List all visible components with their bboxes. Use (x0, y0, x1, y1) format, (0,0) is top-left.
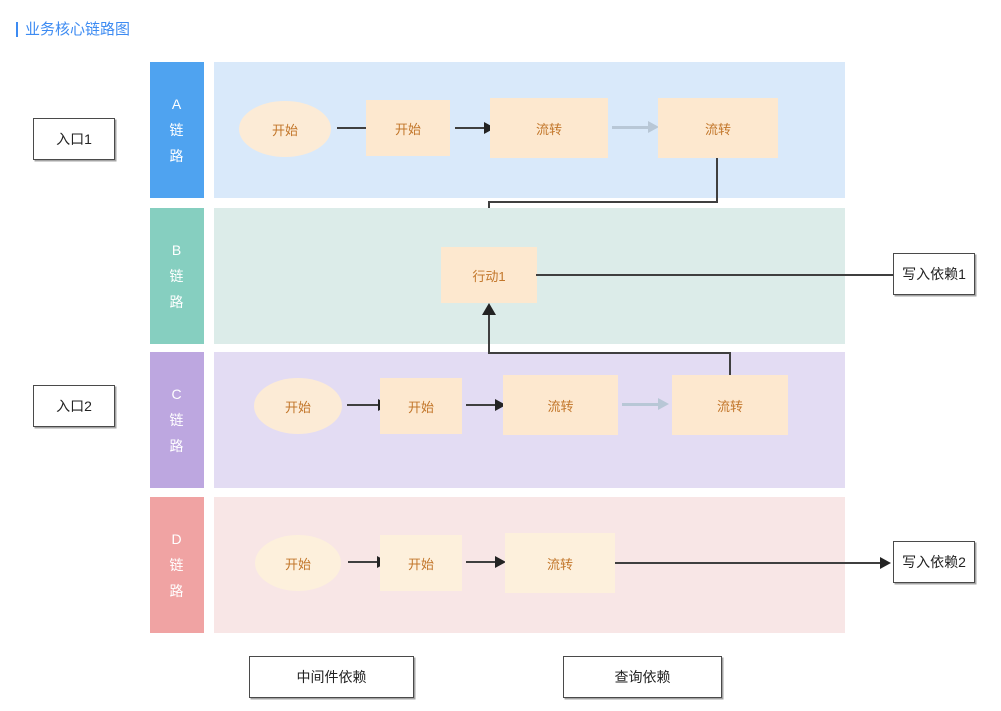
lane-b-letter: B (171, 242, 183, 258)
lane-d-arrow-1-line (348, 561, 379, 563)
connector-b-to-write-dep-1 (536, 274, 893, 276)
lane-c-node-2-label: 开始 (407, 399, 434, 415)
lane-a-word-1: 链 (169, 122, 185, 138)
lane-c-word-2: 路 (169, 438, 185, 454)
entry-box-1-label: 入口1 (56, 131, 92, 147)
lane-d-arrow-2-line (466, 561, 498, 563)
connector-a-to-b-horizontal (488, 201, 718, 203)
connector-c-to-b-horizontal (488, 352, 731, 354)
lane-a-node-3[interactable]: 流转 (490, 98, 608, 158)
lane-a-node-2-label: 开始 (394, 121, 421, 137)
lane-a-arrow-2-head (484, 122, 495, 134)
page-title-text: 业务核心链路图 (25, 21, 131, 38)
lane-label-a: A 链 路 (150, 62, 204, 198)
entry-box-2[interactable]: 入口2 (33, 385, 115, 427)
write-dependency-box-1-label: 写入依赖1 (902, 266, 966, 282)
lane-a-node-4[interactable]: 流转 (658, 98, 778, 158)
lane-b-word-1: 链 (169, 268, 185, 284)
connector-c-to-b-arrowhead (482, 303, 496, 315)
lane-d-node-1-label: 开始 (284, 556, 311, 572)
lane-b-node-1-label: 行动1 (472, 268, 506, 284)
legend-box-2-label: 查询依赖 (614, 669, 671, 685)
lane-d-arrow-2-head (495, 556, 506, 568)
lane-c-node-3[interactable]: 流转 (503, 375, 618, 435)
lane-b-node-1[interactable]: 行动1 (441, 247, 537, 303)
lane-c-arrow-3-line (622, 403, 658, 406)
lane-a-node-3-label: 流转 (535, 121, 562, 137)
lane-a-arrow-2-line (455, 127, 488, 129)
lane-a-letter: A (171, 96, 183, 112)
lane-c-node-2[interactable]: 开始 (380, 378, 462, 434)
connector-a-to-b-vertical-right (716, 158, 718, 203)
lane-c-node-4-label: 流转 (716, 398, 743, 414)
lane-d-node-2-label: 开始 (407, 556, 434, 572)
connector-c-to-b-vertical-right (729, 352, 731, 386)
lane-d-node-1[interactable]: 开始 (255, 535, 341, 591)
connector-c-to-b-vertical-left (488, 315, 490, 353)
lane-label-b: B 链 路 (150, 208, 204, 344)
lane-d-node-3-label: 流转 (546, 556, 573, 572)
lane-d-node-3[interactable]: 流转 (505, 533, 615, 593)
lane-c-node-3-label: 流转 (547, 398, 574, 414)
page-title: 业务核心链路图 (16, 21, 130, 38)
lane-a-arrow-3-head (648, 121, 659, 133)
entry-box-1[interactable]: 入口1 (33, 118, 115, 160)
write-dependency-box-2-label: 写入依赖2 (902, 554, 966, 570)
legend-box-query-dependency[interactable]: 查询依赖 (563, 656, 722, 698)
write-dependency-box-2[interactable]: 写入依赖2 (893, 541, 975, 583)
lane-c-node-1[interactable]: 开始 (254, 378, 342, 434)
title-accent-bar (16, 22, 18, 37)
lane-a-node-2[interactable]: 开始 (366, 100, 450, 156)
lane-c-arrow-2-head (495, 399, 506, 411)
connector-d-to-write-dep-2 (615, 562, 883, 564)
lane-a-node-1-label: 开始 (271, 122, 298, 138)
lane-label-c: C 链 路 (150, 352, 204, 488)
lane-c-arrow-2-line (466, 404, 498, 406)
legend-box-middleware-dependency[interactable]: 中间件依赖 (249, 656, 414, 698)
lane-a-node-4-label: 流转 (704, 121, 731, 137)
lane-c-arrow-3-head (658, 398, 669, 410)
lane-a-arrow-3-line (612, 126, 649, 129)
lane-c-word-1: 链 (169, 412, 185, 428)
connector-d-to-write-dep-2-arrowhead (880, 557, 891, 569)
lane-a-word-2: 路 (169, 148, 185, 164)
lane-b-word-2: 路 (169, 294, 185, 310)
lane-d-word-1: 链 (169, 557, 185, 573)
lane-d-letter: D (171, 531, 183, 547)
lane-d-word-2: 路 (169, 583, 185, 599)
lane-c-letter: C (171, 386, 183, 402)
lane-a-node-1[interactable]: 开始 (239, 101, 331, 157)
lane-c-arrow-1-line (347, 404, 380, 406)
entry-box-2-label: 入口2 (56, 398, 92, 414)
lane-d-node-2[interactable]: 开始 (380, 535, 462, 591)
write-dependency-box-1[interactable]: 写入依赖1 (893, 253, 975, 295)
lane-c-node-1-label: 开始 (284, 399, 311, 415)
legend-box-1-label: 中间件依赖 (296, 669, 367, 685)
lane-label-d: D 链 路 (150, 497, 204, 633)
lane-c-node-4[interactable]: 流转 (672, 375, 788, 435)
lane-a-arrow-1-line (337, 127, 375, 129)
